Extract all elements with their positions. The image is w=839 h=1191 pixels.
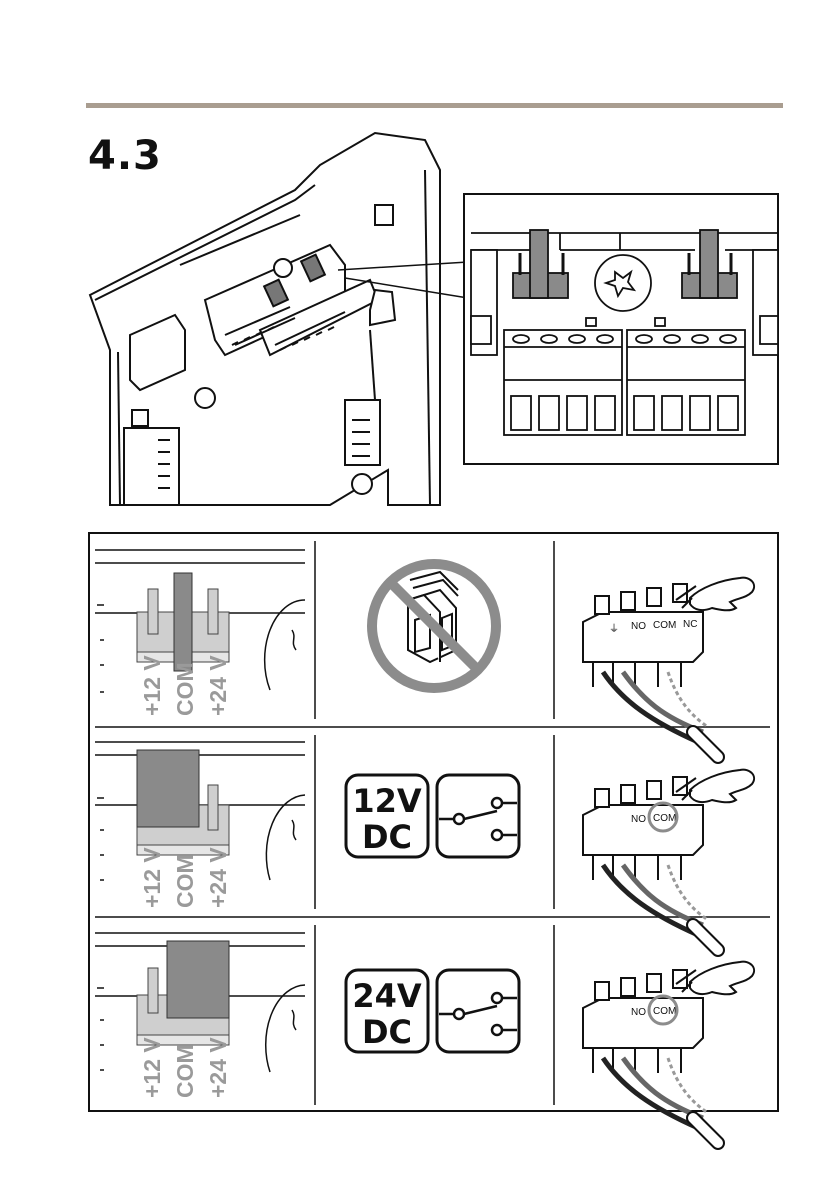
device-illustration — [90, 133, 468, 505]
voltage-value: 24V — [352, 977, 422, 1015]
com-pin-icon — [174, 573, 192, 671]
terminal-label-nc: NC — [683, 619, 697, 630]
jumper-label-com: COM — [172, 854, 198, 908]
terminal-label-com: COM — [653, 620, 676, 631]
terminal-label-no: NO — [631, 621, 646, 632]
terminal-label-no: NO — [631, 1007, 646, 1018]
jumper-label-24v: +24 V — [205, 655, 231, 716]
jumper-label-24v: +24 V — [205, 847, 231, 908]
relay-switch-icon — [437, 775, 519, 857]
zoom-inset — [464, 194, 778, 464]
jumper-pin-icon — [208, 589, 218, 634]
jumper-label-12v: +12 V — [139, 847, 165, 908]
relay-switch-icon — [437, 970, 519, 1052]
jumper-label-com: COM — [172, 1044, 198, 1098]
jumper-label-12v: +12 V — [139, 1037, 165, 1098]
ground-symbol: ⏚ — [609, 623, 619, 635]
jumper-label-24v: +24 V — [205, 1037, 231, 1098]
jumper-cap-24v-icon — [167, 941, 229, 1018]
jumper-label-12v: +12 V — [139, 655, 165, 716]
prohibited-icon — [372, 564, 496, 688]
terminal-label-com: COM — [653, 813, 676, 824]
terminal-label-com: COM — [653, 1006, 676, 1017]
voltage-badge-12v: 12V DC — [346, 775, 428, 857]
jumper-cap-12v-icon — [137, 750, 199, 827]
voltage-value: 12V — [352, 782, 422, 820]
voltage-type: DC — [362, 1013, 412, 1051]
jumper-label-com: COM — [172, 662, 198, 716]
voltage-type: DC — [362, 818, 412, 856]
jumper-pin-icon — [208, 785, 218, 830]
jumper-pin-icon — [148, 968, 158, 1013]
terminal-label-no: NO — [631, 814, 646, 825]
voltage-badge-24v: 24V DC — [346, 970, 428, 1052]
jumper-pin-icon — [148, 589, 158, 634]
